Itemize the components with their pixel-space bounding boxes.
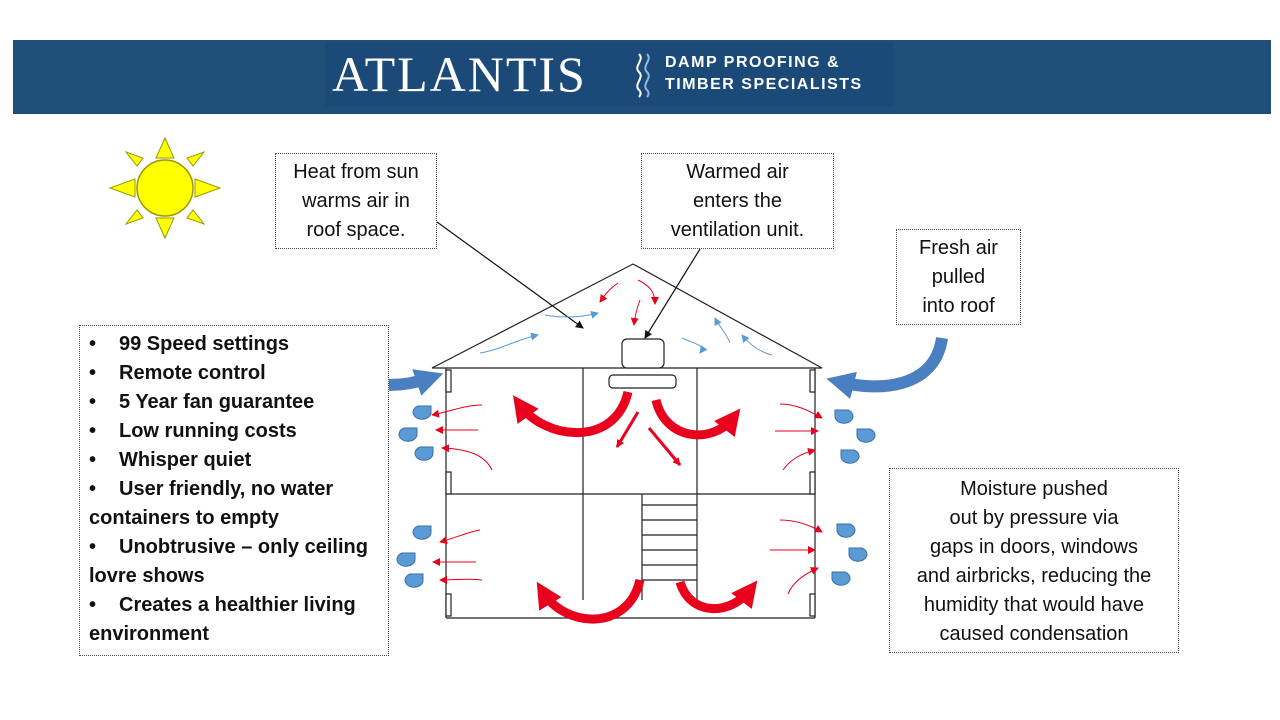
callout-line: warms air in xyxy=(302,190,410,212)
features-list: 99 Speed settings Remote control 5 Year … xyxy=(89,330,384,649)
brand-name: ATLANTIS xyxy=(332,46,587,102)
water-drop-icon xyxy=(396,405,876,588)
warmed-air-callout-pointer xyxy=(644,248,701,339)
brand-tagline-line2: TIMBER SPECIALISTS xyxy=(665,76,863,93)
feature-item: Creates a healthier living environment xyxy=(89,591,384,649)
callout-line: roof space. xyxy=(306,219,406,241)
fresh-air-arrow-right xyxy=(826,336,948,399)
feature-item: User friendly, no water containers to emp… xyxy=(89,475,384,533)
feature-item: Unobtrusive – only ceiling lovre shows xyxy=(89,533,384,591)
feature-item: 99 Speed settings xyxy=(89,330,384,359)
brand-tagline-line1: DAMP PROOFING & xyxy=(665,54,841,71)
callout-line: pulled xyxy=(931,266,986,288)
feature-text: User friendly, no water xyxy=(119,478,334,500)
callout-fresh-air: Fresh air pulled into roof xyxy=(896,229,1021,325)
callout-line: enters the xyxy=(693,190,782,212)
callout-line: Moisture pushed xyxy=(960,478,1108,500)
feature-text: Remote control xyxy=(119,362,266,384)
sun-callout-pointer xyxy=(436,221,584,329)
feature-item: Remote control xyxy=(89,359,384,388)
feature-text-continued: environment xyxy=(89,623,210,645)
features-box: 99 Speed settings Remote control 5 Year … xyxy=(79,325,389,656)
callout-line: humidity that would have xyxy=(923,594,1145,616)
callout-line: caused condensation xyxy=(939,623,1129,645)
feature-text-continued: containers to empty xyxy=(89,507,280,529)
callout-line: and airbricks, reducing the xyxy=(916,565,1152,587)
callout-moisture: Moisture pushed out by pressure via gaps… xyxy=(889,468,1179,653)
feature-item: Low running costs xyxy=(89,417,384,446)
outward-red-arrows xyxy=(431,403,823,595)
feature-text: 99 Speed settings xyxy=(119,333,290,355)
atlantis-logo xyxy=(325,42,893,106)
feature-text-continued: lovre shows xyxy=(89,565,205,587)
callout-line: into roof xyxy=(922,295,995,317)
roof-blue-arrows xyxy=(479,311,773,356)
downward-red-arrows xyxy=(615,411,682,466)
callout-line: gaps in doors, windows xyxy=(930,536,1138,558)
sun-icon xyxy=(108,136,222,240)
feature-text: Low running costs xyxy=(119,420,297,442)
feature-text: Whisper quiet xyxy=(119,449,252,471)
callout-line: Heat from sun xyxy=(293,161,419,183)
callout-line: ventilation unit. xyxy=(670,219,805,241)
windows xyxy=(445,369,816,617)
ceiling-louvre-icon xyxy=(608,374,677,389)
feature-item: 5 Year fan guarantee xyxy=(89,388,384,417)
circulation-arrows xyxy=(513,390,758,624)
feature-item: Whisper quiet xyxy=(89,446,384,475)
feature-text: 5 Year fan guarantee xyxy=(119,391,315,413)
callout-warmed-air: Warmed air enters the ventilation unit. xyxy=(641,153,834,249)
feature-text: Creates a healthier living xyxy=(119,594,356,616)
house-outline xyxy=(431,263,823,619)
ventilation-unit-icon xyxy=(621,338,665,369)
callout-line: Fresh air xyxy=(919,237,998,259)
callout-line: out by pressure via xyxy=(949,507,1119,529)
feature-text: Unobtrusive – only ceiling xyxy=(119,536,368,558)
callout-sun-heat: Heat from sun warms air in roof space. xyxy=(275,153,437,249)
waves-icon xyxy=(636,53,650,98)
roof-red-arrows xyxy=(599,279,659,326)
callout-line: Warmed air xyxy=(686,161,789,183)
